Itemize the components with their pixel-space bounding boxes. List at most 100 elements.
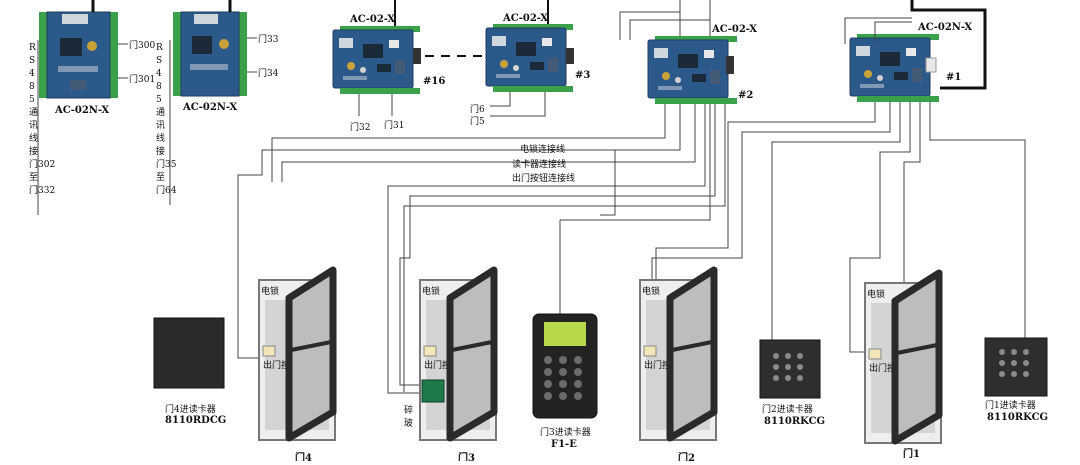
- keypad-key: [1011, 349, 1017, 355]
- rs485-left-char: R: [29, 43, 36, 53]
- break-glass-box: [421, 379, 445, 403]
- keypad-key: [574, 368, 582, 376]
- keypad-key: [559, 380, 567, 388]
- reader-1-model: 8110RKCG: [987, 412, 1048, 423]
- cable-label-button: 出门按钮连接线: [512, 172, 575, 184]
- keypad-key: [999, 349, 1005, 355]
- keypad-key: [797, 364, 803, 370]
- door-4-lock-label: 电锁: [261, 285, 279, 297]
- door-3-leaf-bar: [451, 340, 493, 352]
- break-glass-char-1: 碎: [404, 404, 413, 416]
- door-1-lock-label: 电锁: [867, 288, 885, 300]
- door-31-label: 门31: [384, 119, 404, 131]
- board-1-number: #1: [946, 72, 961, 83]
- reader-4-box: [153, 317, 225, 389]
- door-32-label: 门32: [350, 121, 370, 133]
- keypad-key: [1023, 371, 1029, 377]
- keypad-key: [574, 356, 582, 364]
- door-3-exit-button: [423, 345, 437, 357]
- keypad-key: [1023, 360, 1029, 366]
- board-300-terminal-right: [110, 12, 118, 98]
- wiring-lines: [237, 11, 1026, 394]
- rs485-left-char: 4: [29, 69, 35, 79]
- reader-1: 门1进读卡器 8110RKCG: [984, 337, 1048, 423]
- rs485-mid-char: 5: [156, 95, 162, 105]
- keypad-key: [559, 368, 567, 376]
- keypad-key: [999, 360, 1005, 366]
- cable-label-reader: 读卡器连接线: [512, 158, 566, 170]
- keypad-key: [1011, 360, 1017, 366]
- rs485-left-char: 通: [29, 107, 38, 118]
- door-301-label: 门301: [129, 73, 155, 85]
- keypad-key: [1011, 371, 1017, 377]
- board-1: AC-02N-X #1: [844, 0, 987, 102]
- reader-1-title: 门1进读卡器: [985, 399, 1036, 411]
- rs485-mid-char: 至: [156, 172, 165, 183]
- keypad-key: [773, 375, 779, 381]
- reader-3-keypad: [544, 356, 582, 400]
- rs485-mid-char: 通: [156, 107, 165, 118]
- reader-4-title: 门4进读卡器: [165, 403, 216, 415]
- door-2-lock-label: 电锁: [642, 285, 660, 297]
- door-4-leaf: [285, 266, 337, 442]
- door-5-label: 门5: [470, 115, 485, 127]
- door-2-leaf-bar: [671, 340, 713, 352]
- rs485-left-char: 8: [29, 82, 35, 92]
- door-33-label: 门33: [258, 33, 279, 45]
- reader-3-title: 门3进读卡器: [540, 426, 591, 438]
- break-glass: 碎 玻: [404, 379, 445, 429]
- rs485-mid-char: S: [156, 56, 162, 66]
- rs485-left-char: 门302: [29, 158, 55, 170]
- door-300-label: 门300: [129, 39, 155, 51]
- keypad-key: [773, 353, 779, 359]
- rs485-mid-char: 4: [156, 69, 162, 79]
- board-3-name: AC-02-X: [502, 13, 548, 24]
- board-2-number: #2: [738, 90, 753, 101]
- rs485-mid-char: 门35: [156, 158, 177, 170]
- keypad-key: [574, 392, 582, 400]
- keypad-key: [785, 364, 791, 370]
- reader-1-keypad: [999, 349, 1029, 377]
- rs485-left-char: S: [29, 56, 35, 66]
- board-2-pcb: [647, 39, 729, 99]
- board-2-name: AC-02-X: [711, 24, 757, 35]
- keypad-key: [999, 371, 1005, 377]
- break-glass-char-2: 玻: [404, 417, 413, 429]
- board-1-pcb: [849, 37, 931, 97]
- rs485-left-char: 门332: [29, 184, 55, 196]
- reader-4-model: 8110RDCG: [165, 415, 226, 426]
- cable-label-lock: 电锁连接线: [520, 143, 565, 155]
- reader-2-model: 8110RKCG: [764, 416, 825, 427]
- door-6-label: 门6: [470, 103, 485, 115]
- door-1-leaf-bar: [896, 343, 938, 355]
- board-16: AC-02-X #16 门32 门31: [332, 0, 445, 133]
- board-33-terminal-left: [173, 12, 181, 96]
- keypad-key: [785, 353, 791, 359]
- keypad-key: [544, 356, 552, 364]
- rs485-mid-char: 接: [156, 145, 165, 157]
- door-1-leaf: [891, 269, 943, 445]
- reader-3-screen: [544, 322, 586, 346]
- board-33: 门33 门34 AC-02N-X: [173, 0, 279, 113]
- board-300-name: AC-02N-X: [54, 105, 109, 116]
- door-3-caption: 门3: [458, 451, 475, 461]
- reader-2-keypad: [773, 353, 803, 381]
- reader-4: 门4进读卡器 8110RDCG: [153, 317, 226, 426]
- keypad-key: [785, 375, 791, 381]
- board-3-pcb: [485, 27, 567, 87]
- keypad-key: [773, 364, 779, 370]
- rs485-left-char: 5: [29, 95, 35, 105]
- board-1-name: AC-02N-X: [917, 22, 972, 33]
- keypad-key: [559, 392, 567, 400]
- board-16-name: AC-02-X: [349, 14, 395, 25]
- door-4-exit-button: [262, 345, 276, 357]
- rs485-left-char: 至: [29, 172, 38, 183]
- reader-3: 门3进读卡器 F1-E: [532, 313, 598, 450]
